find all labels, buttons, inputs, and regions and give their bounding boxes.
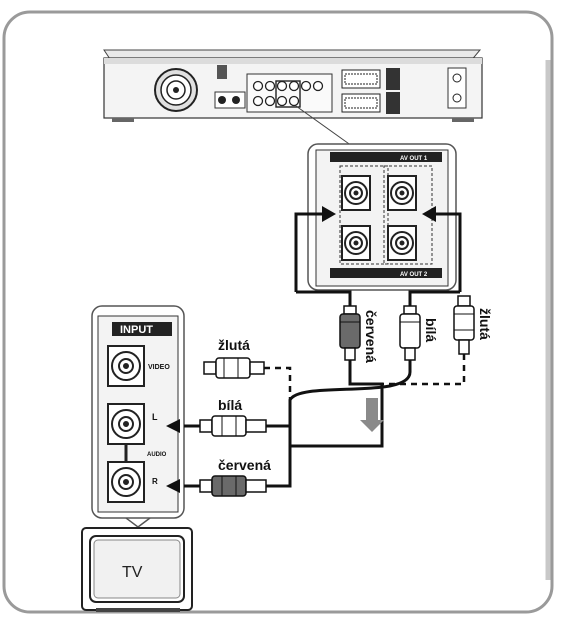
zoom-leader-line [295, 105, 353, 147]
left-red-label: červená [218, 457, 271, 473]
tv-audio-l-jack [107, 403, 145, 445]
arrow-left-icon [166, 419, 180, 433]
dvd-recorder-back-panel [103, 49, 483, 122]
left-white-label: bílá [218, 397, 242, 413]
fan-grille-icon [154, 68, 198, 112]
tv-audio-r-jack [107, 461, 145, 503]
av-out-2-label: AV OUT 2 [400, 272, 428, 278]
right-red-label: červená [363, 310, 379, 363]
left-yellow-label: žlutá [218, 337, 250, 353]
right-white-label: bílá [423, 318, 439, 342]
left-red-plug [199, 475, 267, 497]
tv-video-jack [107, 345, 145, 387]
left-yellow-plug [203, 357, 265, 379]
av-out-panel: AV OUT 1 AV OUT 2 [307, 143, 457, 291]
audio-label: AUDIO [147, 452, 167, 458]
av-out-jack [387, 175, 417, 211]
left-white-plug [199, 415, 267, 437]
audio-l-label: L [152, 412, 158, 422]
arrow-left-icon [422, 206, 436, 222]
right-red-plug [339, 296, 361, 361]
right-yellow-plug [453, 295, 475, 355]
av-out-1-label: AV OUT 1 [400, 156, 428, 162]
audio-r-label: R [152, 477, 158, 486]
tv-set: TV [81, 517, 193, 612]
av-out-jack [341, 175, 371, 211]
av-out-jack [387, 225, 417, 261]
av-out-jack [341, 225, 371, 261]
right-yellow-label: žlutá [477, 308, 493, 340]
input-header-label: INPUT [120, 324, 153, 336]
arrow-right-icon [322, 206, 336, 222]
arrow-left-icon [166, 479, 180, 493]
tv-label: TV [122, 564, 143, 581]
down-arrow-icon [360, 398, 384, 432]
video-label: VIDEO [148, 364, 170, 371]
right-white-plug [399, 296, 421, 361]
tv-input-panel: INPUT VIDEO L AUDIO R [91, 305, 185, 519]
dashed-yellow-cable-left [264, 366, 292, 426]
